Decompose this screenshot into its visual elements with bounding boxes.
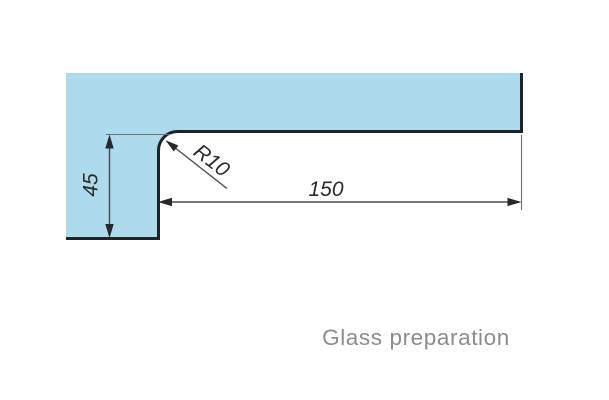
height-dimension-label: 45 xyxy=(79,173,102,197)
glass-cut-edge-outline xyxy=(66,73,523,240)
height-dimension: 45 xyxy=(79,133,170,238)
length-dimension-label: 150 xyxy=(308,178,343,201)
arrowhead-down-icon xyxy=(105,224,114,238)
length-dimension: 150 xyxy=(158,135,523,210)
arrowhead-right-icon xyxy=(507,197,522,207)
radius-dimension-label: R10 xyxy=(189,140,234,182)
arrowhead-up-icon xyxy=(105,134,114,149)
radius-dimension: R10 xyxy=(165,140,234,190)
arrowhead-upleft-icon xyxy=(165,140,179,152)
arrowhead-left-icon xyxy=(158,197,172,207)
glass-panel xyxy=(66,73,522,239)
radius-leader-line xyxy=(166,140,228,190)
caption: Glass preparation xyxy=(322,325,510,350)
